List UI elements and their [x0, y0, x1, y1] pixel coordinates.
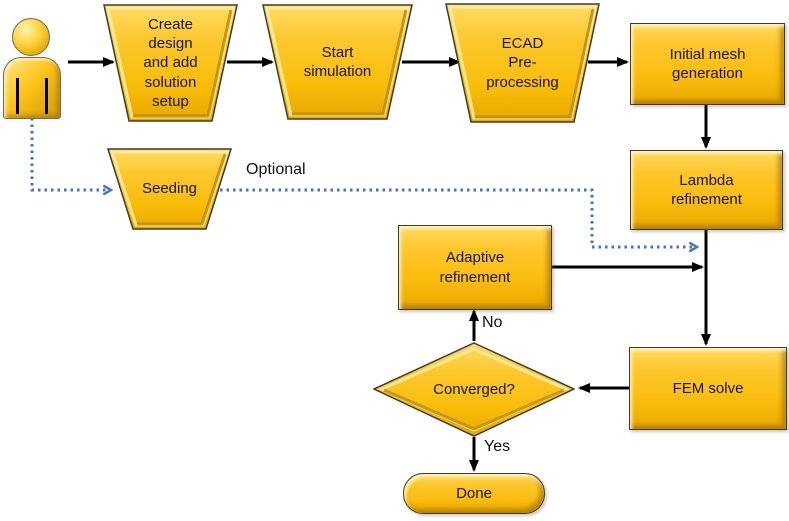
person-body	[3, 57, 61, 119]
edge-label-no: No	[482, 314, 503, 331]
node-label: Adaptive refinement	[439, 249, 511, 286]
flow-node-done: Done	[403, 473, 545, 514]
flow-node-seeding: Seeding	[107, 148, 232, 230]
trapezoid-shape	[103, 4, 238, 122]
node-label: Initial mesh generation	[669, 45, 746, 82]
person-strap-left	[16, 78, 19, 114]
person-head	[12, 18, 50, 56]
node-label: Done	[456, 484, 492, 502]
node-label: FEM solve	[672, 379, 744, 397]
node-label: Create design and add solution setup	[143, 16, 198, 110]
node-label: Start simulation	[303, 43, 372, 80]
node-label: Seeding	[141, 180, 198, 198]
person-strap-right	[45, 78, 48, 114]
node-label: Lambda refinement	[671, 171, 742, 208]
flow-node-initial-mesh-generation: Initial mesh generation	[630, 23, 785, 105]
node-label: Converged?	[433, 380, 515, 398]
flow-node-fem-solve: FEM solve	[629, 347, 787, 430]
trapezoid-shape	[445, 3, 600, 123]
flow-node-lambda-refinement: Lambda refinement	[630, 150, 783, 230]
flow-node-create-design: Create design and add solution setup	[103, 4, 238, 122]
user-person-icon	[0, 0, 66, 122]
trapezoid-shape	[107, 148, 232, 230]
flow-node-ecad-preprocessing: ECAD Pre- processing	[445, 3, 600, 123]
edge-label-optional: Optional	[246, 161, 306, 178]
edge-label-yes: Yes	[484, 438, 511, 455]
flow-node-converged-decision: Converged?	[373, 342, 575, 437]
trapezoid-shape	[262, 4, 413, 120]
flow-node-adaptive-refinement: Adaptive refinement	[398, 225, 552, 310]
diamond-shape	[373, 342, 575, 437]
node-label: ECAD Pre- processing	[486, 35, 559, 91]
flow-node-start-simulation: Start simulation	[262, 4, 413, 120]
